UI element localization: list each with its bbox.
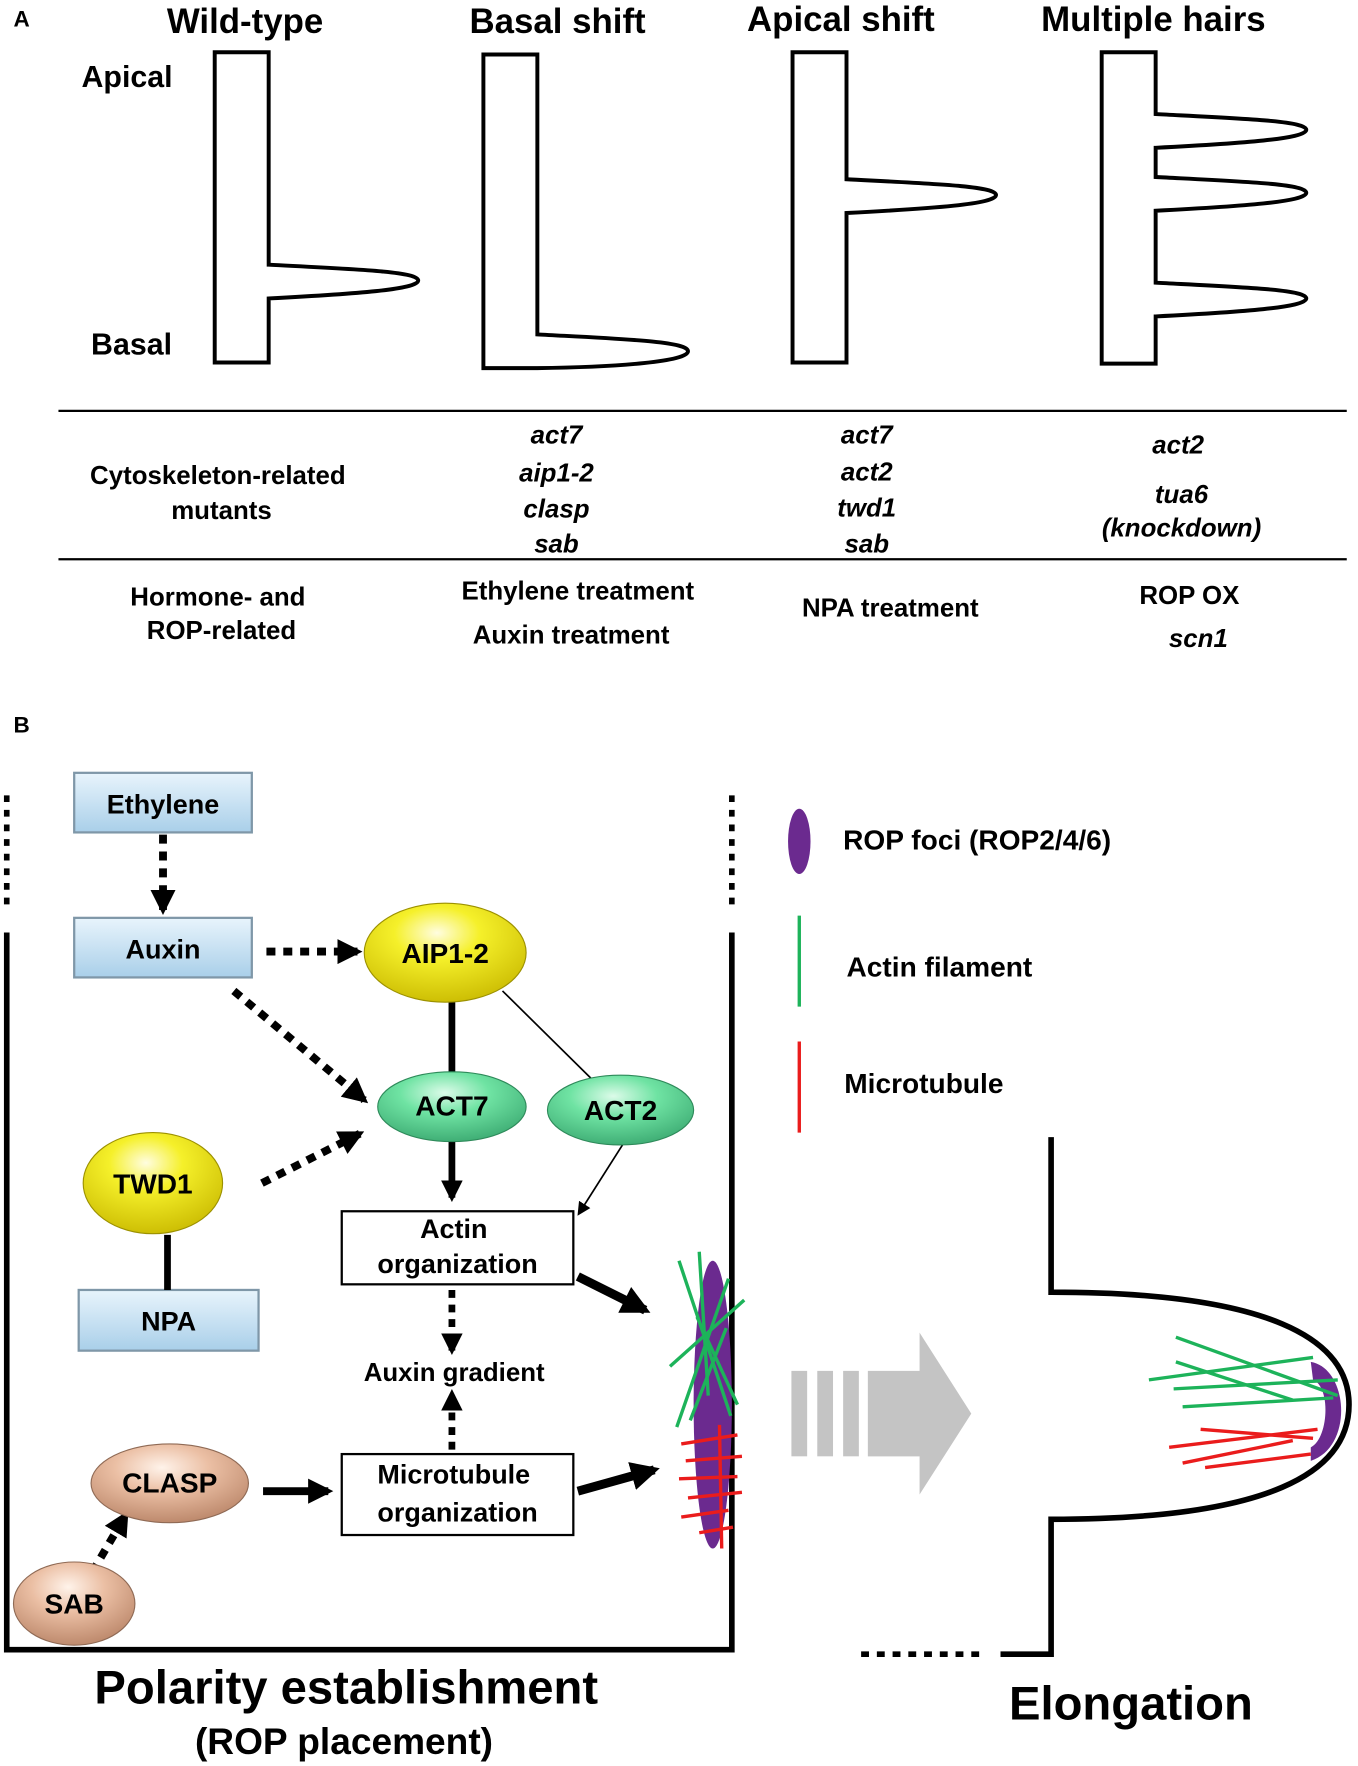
clasp-label: CLASP: [122, 1467, 217, 1498]
act7-label: ACT7: [415, 1091, 488, 1122]
edge-act2-actin: [577, 1142, 625, 1216]
row-header-cytoskeleton-line: Cytoskeleton-related: [90, 462, 346, 490]
edge-aip-act2: [501, 990, 592, 1080]
mutant-multiple-tua6: tua6: [1155, 481, 1209, 509]
actin-organization-line: organization: [377, 1249, 537, 1279]
microtubule-organization-label: Microtubule organization: [377, 1459, 537, 1527]
edge-sab-clasp: [88, 1510, 130, 1575]
basal-shift-cell: [481, 52, 690, 371]
transition-arrow: [791, 1332, 972, 1495]
treatment-npa: NPA treatment: [802, 595, 979, 623]
microtubule-organization-line: organization: [377, 1498, 537, 1528]
edge-mt-rop: [576, 1462, 660, 1496]
polarity-subtitle: (ROP placement): [195, 1720, 493, 1762]
elongation-title: Elongation: [1009, 1677, 1253, 1730]
auxin-node: Auxin: [73, 916, 253, 979]
column-title-multiple-hairs: Multiple hairs: [1041, 0, 1265, 39]
sab-label: SAB: [45, 1589, 104, 1620]
edge-twd1-act7: [260, 1130, 365, 1187]
twd1-label: TWD1: [113, 1168, 193, 1199]
treatment-rop-ox: ROP OX: [1139, 582, 1240, 610]
treatment-scn1: scn1: [1169, 625, 1228, 653]
legend-rop-label: ROP foci (ROP2/4/6): [843, 824, 1111, 855]
auxin-label: Auxin: [126, 934, 201, 964]
edge-auxin-act7: [231, 987, 369, 1104]
ethylene-node: Ethylene: [73, 771, 253, 834]
row-header-cytoskeleton-line: mutants: [171, 497, 272, 525]
auxin-gradient-label: Auxin gradient: [364, 1359, 545, 1387]
row-header-hormone-line: ROP-related: [147, 617, 296, 645]
column-title-apical-shift: Apical shift: [747, 0, 935, 39]
column-title-wild-type: Wild-type: [167, 2, 323, 41]
actin-organization-label: Actin organization: [377, 1214, 537, 1279]
elongating-hair: [861, 1137, 1352, 1657]
mutant-apical-act2: act2: [841, 459, 893, 487]
clasp-node: CLASP: [90, 1443, 250, 1524]
legend-microtubule-label: Microtubule: [844, 1068, 1003, 1099]
legend-microtubule: Microtubule: [797, 1041, 1003, 1133]
mutant-multiple-act2: act2: [1152, 432, 1204, 460]
twd1-node: TWD1: [82, 1132, 224, 1235]
edge-actin-rop: [575, 1272, 651, 1315]
row-header-cytoskeleton: Cytoskeleton-related mutants: [90, 462, 353, 525]
polarity-cell-outline: [3, 795, 735, 1653]
npa-node: NPA: [77, 1288, 260, 1352]
mutant-apical-twd1: twd1: [837, 495, 896, 523]
legend-actin: Actin filament: [797, 915, 1033, 1007]
mutant-multiple-knockdown: (knockdown): [1102, 515, 1261, 543]
mutant-apical-act7: act7: [841, 421, 894, 449]
rop-foci-polarity: [668, 1251, 746, 1549]
ethylene-label: Ethylene: [107, 789, 219, 819]
wild-type-cell: [212, 50, 421, 365]
polarity-title: Polarity establishment: [94, 1662, 598, 1715]
basal-label: Basal: [91, 329, 172, 362]
multiple-hairs-cell: [1099, 50, 1309, 366]
panel-a-label: A: [13, 6, 29, 31]
row-header-hormone-line: Hormone- and: [130, 583, 305, 611]
mutant-basal-act7: act7: [531, 421, 584, 449]
column-title-basal-shift: Basal shift: [470, 2, 647, 41]
microtubule-organization-node: Microtubule organization: [340, 1452, 575, 1537]
panel-b-label: B: [13, 712, 29, 737]
apical-shift-cell: [790, 50, 998, 365]
legend-actin-label: Actin filament: [847, 951, 1033, 982]
act2-label: ACT2: [584, 1095, 657, 1126]
mutant-apical-sab: sab: [844, 530, 889, 558]
mutant-basal-aip1-2: aip1-2: [519, 460, 594, 488]
treatment-ethylene: Ethylene treatment: [461, 578, 694, 606]
act2-node: ACT2: [546, 1074, 695, 1146]
sab-node: SAB: [12, 1561, 136, 1646]
mutant-basal-clasp: clasp: [523, 496, 589, 524]
act7-node: ACT7: [377, 1071, 527, 1143]
actin-organization-node: Actin organization: [340, 1210, 575, 1286]
mutant-basal-sab: sab: [534, 530, 579, 558]
microtubule-organization-line: Microtubule: [377, 1459, 530, 1489]
treatment-auxin: Auxin treatment: [473, 622, 670, 650]
aip-node: AIP1-2: [363, 902, 527, 1003]
row-header-hormone: Hormone- and ROP-related: [130, 583, 312, 645]
aip-label: AIP1-2: [401, 938, 488, 969]
apical-label: Apical: [82, 61, 173, 94]
legend-rop: ROP foci (ROP2/4/6): [788, 808, 1111, 875]
actin-organization-line: Actin: [420, 1214, 487, 1244]
npa-label: NPA: [141, 1306, 196, 1336]
